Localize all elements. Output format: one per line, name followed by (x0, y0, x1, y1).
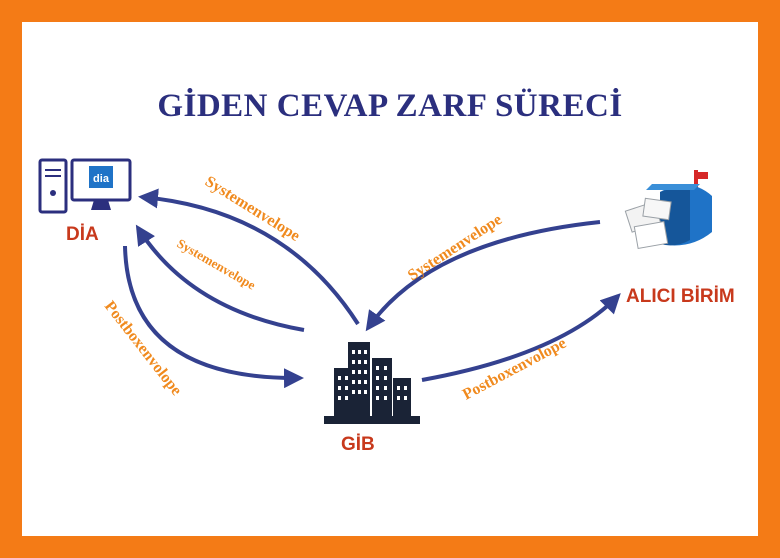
arrow-dia-to-gib (123, 245, 304, 389)
mailbox-icon (624, 170, 712, 250)
arrow-gib-to-alici (421, 293, 621, 382)
node-label-dia: DİA (66, 224, 99, 245)
edge-label-alici-to-gib: Systemenvelope (405, 211, 505, 284)
edge-label-gib-to-dia-top: Systemenvelope (202, 173, 303, 245)
node-label-gib: GİB (341, 434, 375, 455)
computer-icon: dia (38, 158, 132, 214)
arrow-gib-to-dia-top (138, 188, 360, 326)
dia-screen-logo: dia (93, 173, 110, 185)
arrow-gib-to-dia-inner (135, 224, 305, 332)
diagram-frame (22, 22, 758, 536)
building-icon (324, 342, 420, 424)
node-label-alici-birim: ALICI BİRİM (626, 286, 735, 307)
diagram-title: GİDEN CEVAP ZARF SÜRECİ (157, 88, 623, 124)
arrow-alici-to-gib (365, 220, 601, 332)
